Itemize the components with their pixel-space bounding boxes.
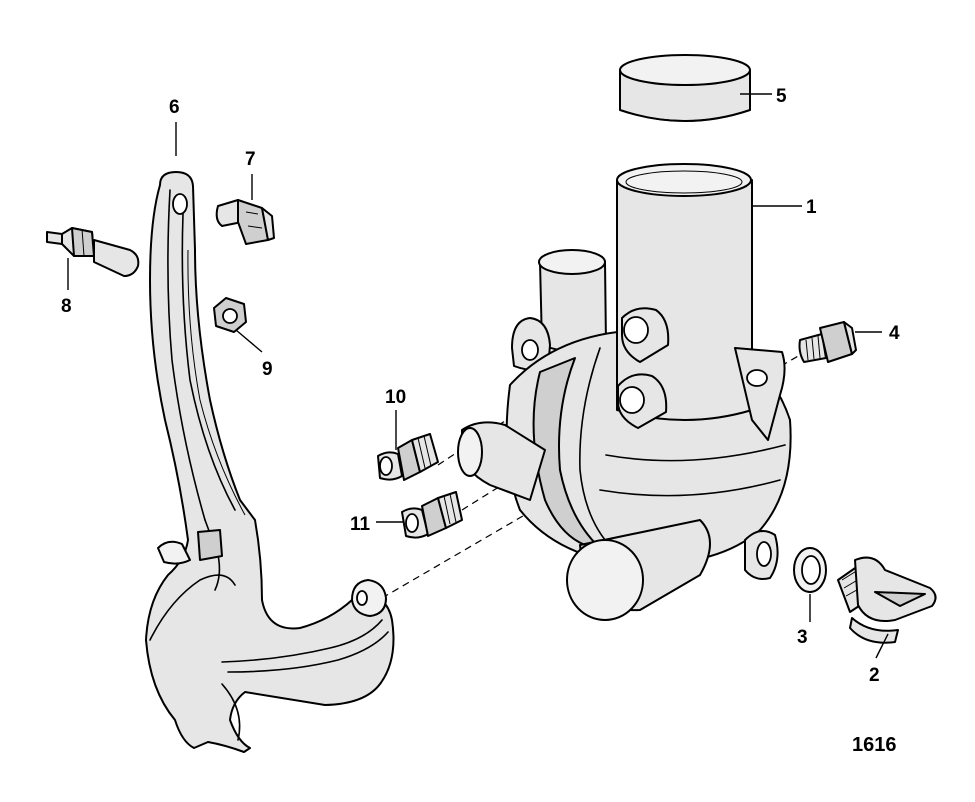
leader-lines [67, 93, 889, 659]
callout-4: 4 [889, 323, 900, 344]
drain-plug-part-2 [837, 556, 937, 644]
fitting-part-11 [401, 491, 463, 539]
callout-7: 7 [245, 149, 256, 170]
callout-10: 10 [385, 387, 406, 408]
callout-1: 1 [806, 197, 817, 218]
callout-6: 6 [169, 97, 180, 118]
bolt-part-4 [798, 321, 857, 363]
callout-8: 8 [61, 296, 72, 317]
callout-3: 3 [797, 627, 808, 648]
washer-part-3 [793, 547, 827, 593]
sleeve-part-5 [619, 54, 751, 122]
bolt-part-7 [215, 199, 275, 245]
fitting-part-10 [377, 433, 439, 481]
stud-part-8 [46, 227, 140, 277]
callout-2: 2 [869, 665, 880, 686]
callout-11: 11 [350, 514, 371, 535]
nut-part-9 [213, 297, 247, 333]
callout-9: 9 [262, 359, 273, 380]
callout-5: 5 [776, 86, 787, 107]
figure-number: 1616 [852, 734, 897, 756]
bracket-part-6 [145, 171, 395, 753]
callout-labels: 1 2 3 4 5 6 7 8 9 10 11 [61, 86, 900, 686]
housing-part-1 [457, 163, 792, 621]
